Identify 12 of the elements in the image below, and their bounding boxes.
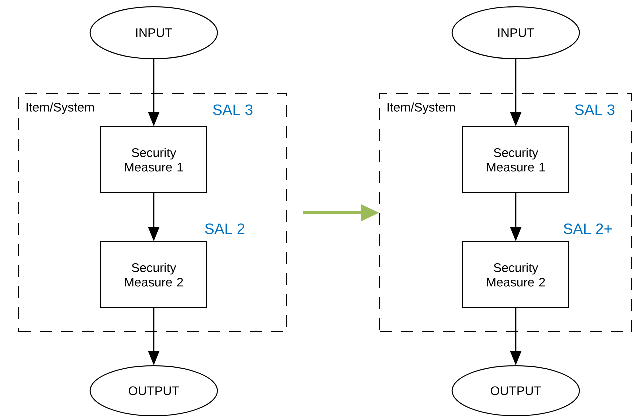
boundary-label: Item/System: [388, 102, 456, 114]
sal-label: SAL 2+: [564, 224, 612, 234]
boundary-label: Item/System: [26, 102, 94, 114]
process-box: Security Measure 1: [100, 126, 208, 194]
process-box: Security Measure 1: [462, 126, 570, 194]
process-box: Security Measure 2: [100, 242, 208, 308]
system-boundary: [380, 94, 632, 332]
sal-label: SAL 2: [205, 224, 245, 234]
system-boundary: [18, 94, 288, 332]
sal-label: SAL 3: [575, 104, 615, 116]
process-box: Security Measure 2: [462, 242, 570, 308]
sal-label: SAL 3: [213, 104, 253, 116]
